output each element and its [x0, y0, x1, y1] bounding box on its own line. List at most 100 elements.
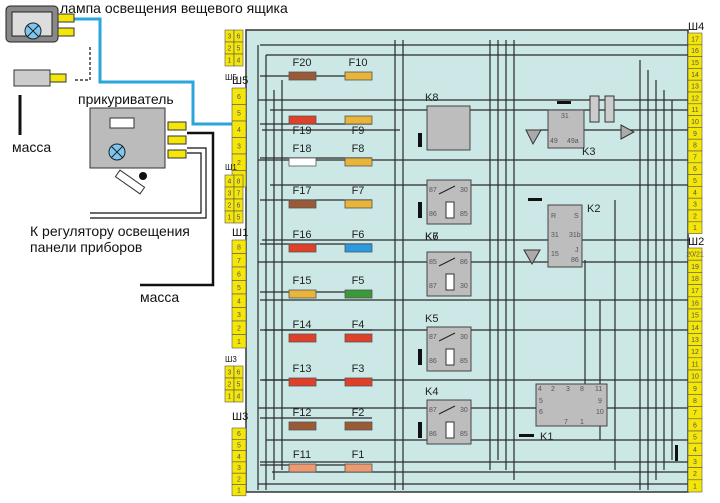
ground-symbol — [418, 422, 422, 438]
fuse-body — [344, 157, 373, 167]
connector-pin-label: 2 — [228, 46, 232, 53]
resistor — [589, 95, 600, 123]
fuse-body — [288, 421, 317, 431]
connector-label: Ш3 — [225, 355, 237, 364]
connector-pin-label: 6 — [237, 271, 241, 278]
connector-pin-label: 10 — [691, 374, 699, 381]
external-wires — [18, 47, 215, 287]
connector-label: Ш3 — [232, 411, 248, 423]
connector-pin-label: 17 — [691, 36, 699, 43]
fuse-f6: F6 — [344, 229, 373, 253]
connector-pin-label: 1 — [237, 339, 241, 346]
relay-body — [547, 109, 585, 149]
fuse-label: F10 — [349, 57, 368, 69]
connector-pin-label: 12 — [691, 95, 699, 102]
diode-icon — [523, 249, 541, 266]
connector-pin-label: 7 — [237, 191, 241, 198]
connector-pin-label: 3 — [228, 34, 232, 41]
relay-contact — [438, 185, 456, 195]
relay-pin-label: 87 — [429, 187, 437, 194]
connector-pin-label: 12 — [691, 349, 699, 356]
connector-label: Ш4 — [688, 21, 704, 33]
connector-pin-label: 18 — [691, 276, 699, 283]
connector-pin-label: 2 — [228, 382, 232, 389]
regulator-label-line1: К регулятору освещения — [30, 223, 190, 239]
fuse-body — [344, 199, 373, 209]
relay-label: K5 — [425, 313, 438, 325]
fuse-f8: F8 — [344, 143, 373, 167]
connector-label: Ш5 — [225, 73, 237, 82]
connector-pin-label: 13 — [691, 337, 699, 344]
glovebox-lamp-label: лампа освещения вещевого ящика — [60, 0, 288, 16]
relay-coil — [445, 348, 455, 366]
fuse-label: F16 — [293, 229, 312, 241]
connector-pin-label: 5 — [693, 435, 697, 442]
glovebox-lamp — [5, 5, 75, 43]
relay-pin-label: 7 — [564, 419, 568, 426]
relay-label: K4 — [425, 386, 438, 398]
connector-pin-label: 3 — [693, 202, 697, 209]
fuse-f20: F20 — [288, 57, 317, 81]
relay-pin-label: 49 — [550, 138, 558, 145]
relay-pin-label: 6 — [539, 409, 543, 416]
connector-pin — [231, 334, 247, 349]
fuse-label: F12 — [293, 407, 312, 419]
connector-pin-label: 8 — [693, 143, 697, 150]
relay-pin-label: S — [574, 213, 579, 220]
fuse-label: F15 — [293, 275, 312, 287]
fuse-body — [344, 289, 373, 299]
relay-body — [426, 251, 472, 297]
connector-label: Ш1 — [225, 163, 237, 172]
connector-pin-label: 20/21 — [686, 252, 704, 259]
fuse-label: F20 — [293, 57, 312, 69]
connector-label: Ш1 — [232, 227, 248, 239]
relay-contact — [438, 332, 456, 342]
connector-pin-label: 16 — [691, 300, 699, 307]
connector-pin-label: 5 — [237, 46, 241, 53]
relay-label: K1 — [540, 431, 553, 443]
fuse-label: F6 — [352, 229, 365, 241]
diode-icon — [525, 129, 542, 146]
relay-pin-label: 4 — [538, 386, 542, 393]
relay-pin-label: 30 — [460, 407, 468, 414]
connector-label: Ш2 — [688, 236, 704, 248]
connector-pin-label: 4 — [693, 447, 697, 454]
relay-pin-label: 10 — [596, 409, 604, 416]
connector-pin-label: 7 — [693, 154, 697, 161]
connector-pin-label: 3 — [237, 465, 241, 472]
connector-pin-label: 8 — [237, 179, 241, 186]
connector-pin-label: 14 — [691, 72, 699, 79]
relay-pin-label: 30 — [460, 283, 468, 290]
connector-pin-label: 16 — [691, 48, 699, 55]
ground-symbol — [557, 101, 571, 104]
connector-pin-label: 2 — [237, 325, 241, 332]
relay-pin-label: 85 — [460, 211, 468, 218]
relay-pin-label: 1 — [580, 419, 584, 426]
fuse-label: F11 — [293, 449, 311, 461]
fuse-body — [344, 71, 373, 81]
connector-pin-label: 6 — [237, 203, 241, 210]
relay-pin-label: 3 — [566, 386, 570, 393]
relay-pin-label: 85 — [460, 358, 468, 365]
relay-pin-label: 86 — [460, 259, 468, 266]
connector-pin-label: 2 — [693, 213, 697, 220]
relay-pin-label: 31 — [551, 232, 559, 239]
relay-pin-label: 2 — [551, 386, 555, 393]
relay-label: K6 — [425, 231, 438, 243]
fuse-f5: F5 — [344, 275, 373, 299]
fuse-label: F2 — [352, 407, 365, 419]
connector-pin-label: 8 — [237, 244, 241, 251]
connector-pin-label: 6 — [237, 431, 241, 438]
connector-pin-label: 3 — [237, 143, 241, 150]
relay-label: K7 — [425, 231, 438, 243]
relay-pin-label: 5 — [539, 398, 543, 405]
relay-pin-label: 15 — [551, 251, 559, 258]
fuse-body — [288, 377, 317, 387]
